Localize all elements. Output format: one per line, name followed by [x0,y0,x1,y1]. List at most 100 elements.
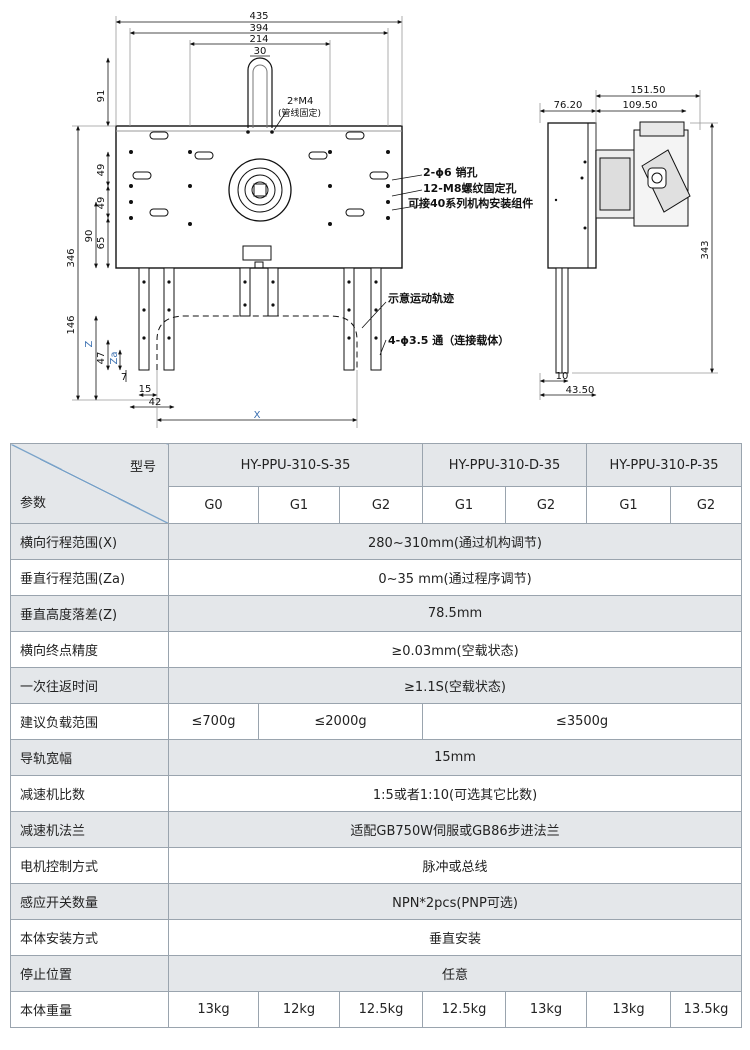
body-plate [115,125,403,269]
dim-49-a: 49 [96,164,107,177]
load-value: ≤2000g [257,703,424,740]
row-value: ≥1.1S(空载状态) [167,667,743,704]
annot-track: 示意运动轨迹 [387,291,454,305]
side-view [547,121,691,374]
dim-65: 65 [96,237,107,250]
weight-value: 13kg [168,991,259,1028]
table-row: 感应开关数量 NPN*2pcs(PNP可选) [10,883,743,920]
row-label: 感应开关数量 [10,883,169,920]
table-row: 垂直行程范围(Za) 0~35 mm(通过程序调节) [10,559,743,596]
row-label: 横向行程范围(X) [10,523,169,560]
table-row-load: 建议负载范围 ≤700g ≤2000g ≤3500g [10,703,743,740]
row-label: 一次往返时间 [10,667,169,704]
row-label: 本体安装方式 [10,919,169,956]
row-value: 15mm [167,739,743,776]
row-value: 适配GB750W伺服或GB86步进法兰 [167,811,743,848]
grade-cell: G0 [168,486,259,524]
dim-42: 42 [149,397,162,408]
row-label: 导轨宽幅 [10,739,169,776]
annot-m4-note: (管线固定) [278,107,321,119]
table-row: 电机控制方式 脉冲或总线 [10,847,743,884]
dim-10: 10 [556,371,569,382]
dim-30: 30 [254,46,267,57]
weight-value: 13.5kg [670,991,743,1028]
row-label: 减速机法兰 [10,811,169,848]
grade-cell: G2 [670,486,743,524]
dim-za: Za [109,352,120,365]
annot-hole: 4-ϕ3.5 通（连接载体） [388,333,509,347]
row-value: 任意 [167,955,743,992]
model-p: HY-PPU-310-P-35 [586,443,743,487]
dim-146: 146 [66,315,77,334]
table-row: 一次往返时间 ≥1.1S(空载状态) [10,667,743,704]
model-header-row: 型号 参数 HY-PPU-310-S-35 HY-PPU-310-D-35 HY… [10,443,743,524]
technical-drawing: 435 394 214 30 91 49 49 90 65 346 146 47… [66,11,718,428]
front-view [115,57,403,371]
motion-track [156,315,358,370]
model-s: HY-PPU-310-S-35 [167,443,424,487]
row-label: 建议负载范围 [10,703,169,740]
annot-mount: 可接40系列机构安装组件 [408,196,533,210]
row-label: 本体重量 [10,991,169,1028]
dim-394: 394 [249,23,268,34]
table-row: 减速机法兰 适配GB750W伺服或GB86步进法兰 [10,811,743,848]
dim-43-50: 43.50 [566,385,595,396]
annot-thread: 12-M8螺纹固定孔 [423,181,516,195]
row-value: ≥0.03mm(空载状态) [167,631,743,668]
dim-z: Z [84,340,95,347]
table-row: 横向终点精度 ≥0.03mm(空载状态) [10,631,743,668]
weight-value: 13kg [505,991,588,1028]
annot-m4: 2*M4 [287,96,313,107]
grade-cell: G1 [258,486,340,524]
row-label: 减速机比数 [10,775,169,812]
grade-cell: G1 [422,486,507,524]
dim-214: 214 [249,34,268,45]
row-label: 垂直行程范围(Za) [10,559,169,596]
row-value: 0~35 mm(通过程序调节) [167,559,743,596]
load-value: ≤700g [168,703,259,740]
weight-value: 12kg [258,991,340,1028]
dim-15: 15 [139,384,152,395]
row-label: 横向终点精度 [10,631,169,668]
dim-49-b: 49 [96,197,107,210]
spec-table: 型号 参数 HY-PPU-310-S-35 HY-PPU-310-D-35 HY… [10,443,743,1028]
weight-value: 12.5kg [422,991,507,1028]
corner-model-label: 型号 [129,460,156,475]
weight-value: 13kg [586,991,672,1028]
dim-7: 7 [121,372,127,383]
dim-76-20: 76.20 [554,100,583,111]
table-row: 导轨宽幅 15mm [10,739,743,776]
row-value: 280~310mm(通过机构调节) [167,523,743,560]
header-corner-cell: 型号 参数 [10,443,169,524]
table-row: 垂直高度落差(Z) 78.5mm [10,595,743,632]
dim-151-50: 151.50 [631,85,666,96]
model-d: HY-PPU-310-D-35 [422,443,588,487]
dim-435: 435 [249,11,268,22]
dim-343: 343 [700,240,711,259]
row-label: 电机控制方式 [10,847,169,884]
weight-value: 12.5kg [338,991,424,1028]
grade-cell: G2 [338,486,424,524]
grade-cell: G2 [505,486,588,524]
table-row: 减速机比数 1:5或者1:10(可选其它比数) [10,775,743,812]
table-row-weight: 本体重量 13kg 12kg 12.5kg 12.5kg 13kg 13kg 1… [10,991,743,1028]
dim-346: 346 [66,248,77,267]
table-row: 横向行程范围(X) 280~310mm(通过机构调节) [10,523,743,560]
row-label: 停止位置 [10,955,169,992]
dim-47: 47 [96,352,107,365]
grade-row: G0 G1 G2 G1 G2 G1 G2 [11,486,743,524]
annot-pin: 2-ϕ6 销孔 [423,165,477,179]
dim-90: 90 [84,230,95,243]
table-row: 本体安装方式 垂直安装 [10,919,743,956]
dim-x: X [254,410,261,421]
row-value: 脉冲或总线 [167,847,743,884]
dim-109-50: 109.50 [623,100,658,111]
dim-91: 91 [96,90,107,103]
row-value: 垂直安装 [167,919,743,956]
load-value: ≤3500g [422,703,743,740]
grade-cell: G1 [586,486,672,524]
center-flange [228,158,292,222]
row-value: 1:5或者1:10(可选其它比数) [167,775,743,812]
table-row: 停止位置 任意 [10,955,743,992]
corner-param-label: 参数 [20,496,47,511]
